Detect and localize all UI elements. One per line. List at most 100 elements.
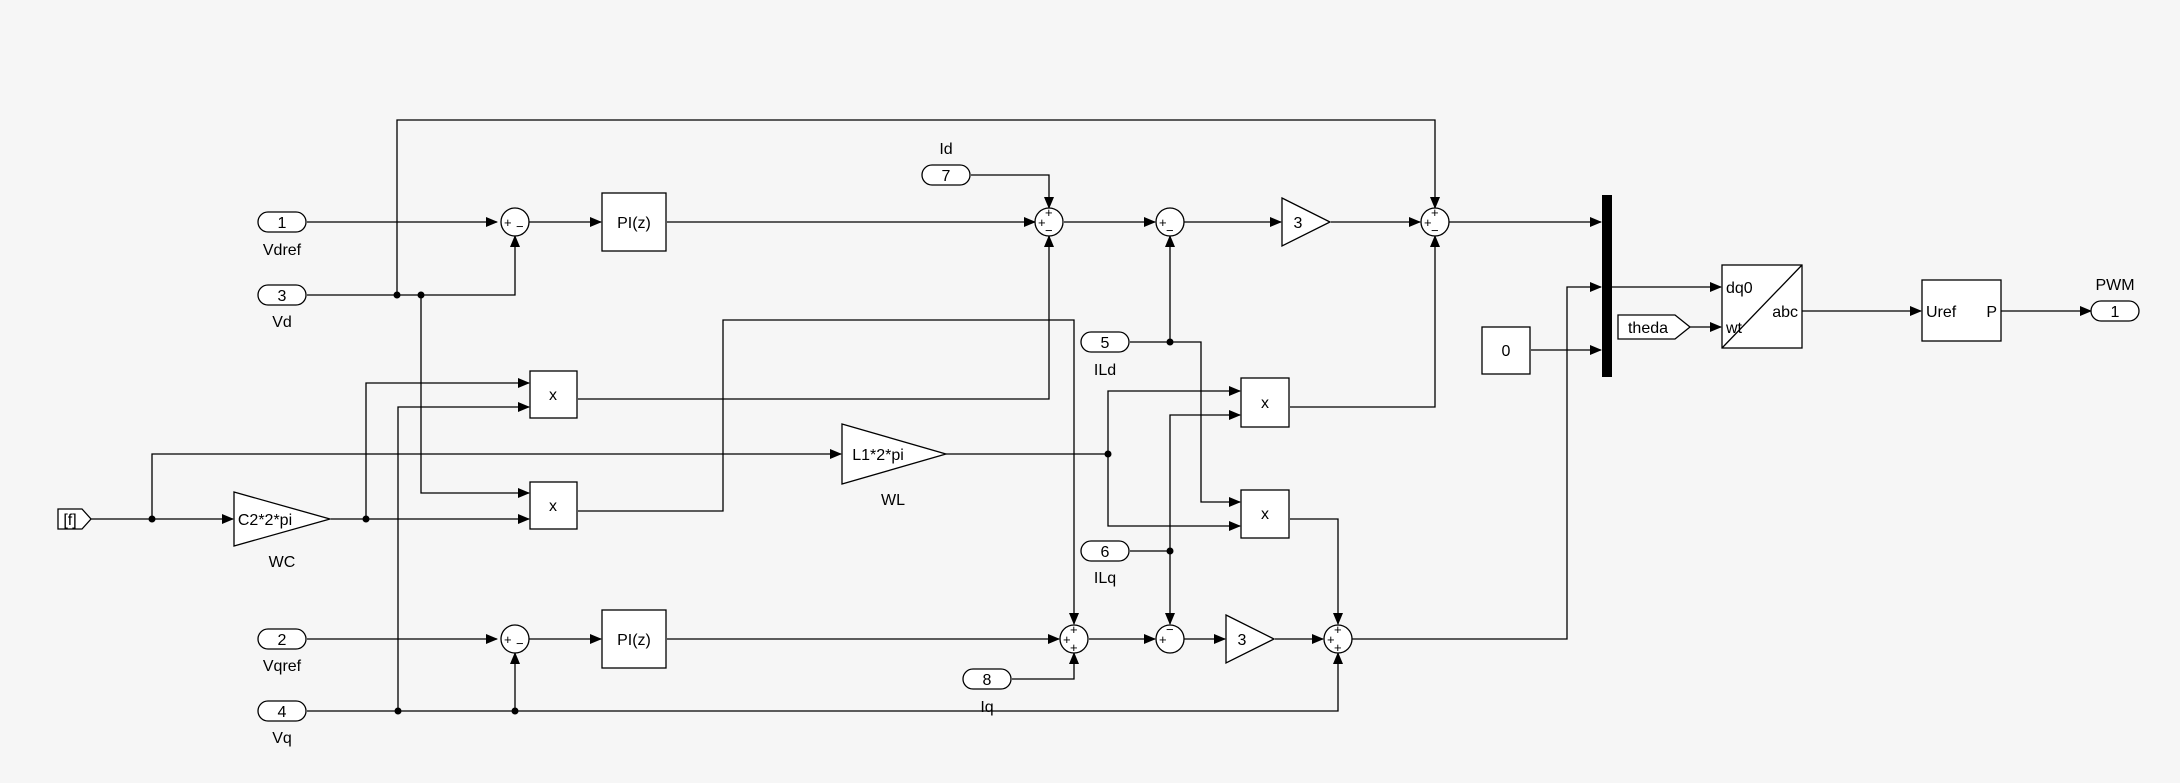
sum-d-2[interactable]: + + − [1034,205,1064,238]
inport-7[interactable]: 7 Id [921,141,971,186]
inport-5[interactable]: 5 ILd [1080,331,1130,379]
product-block-1[interactable]: x [529,370,578,419]
svg-text:3: 3 [1294,215,1303,232]
wire-ilq-product3[interactable] [1169,410,1241,551]
wire-ild[interactable] [1130,235,1175,343]
wire-f-gain-wl[interactable] [151,449,842,519]
svg-text:+: + [1038,215,1046,230]
svg-text:7: 7 [942,168,951,185]
sum-vd-error[interactable]: + − [500,207,530,237]
svg-text:+: + [1327,632,1335,647]
svg-text:6: 6 [1101,544,1110,561]
wire-id[interactable] [971,174,1054,209]
wire-sumq4-mux[interactable] [1352,282,1602,640]
sum-d-4[interactable]: + + − [1420,205,1450,238]
wire-product1-sum2[interactable] [578,235,1054,400]
junction-dots [148,291,1174,715]
mux-block[interactable] [1602,195,1612,377]
svg-text:PI(z): PI(z) [617,215,651,232]
svg-text:+: + [1045,205,1053,220]
sum-q-3[interactable]: + − [1155,622,1185,654]
svg-text:+: + [1334,622,1342,637]
from-block-theda[interactable]: theda [1617,314,1692,340]
svg-text:−: − [1166,622,1174,637]
product-block-4[interactable]: x [1240,489,1290,539]
svg-text:C2*2*pi: C2*2*pi [238,512,292,529]
inport-6[interactable]: 6 ILq [1080,540,1130,587]
svg-text:L1*2*pi: L1*2*pi [852,447,904,464]
svg-text:1: 1 [2111,304,2120,321]
wire-vq-product1[interactable] [397,402,530,711]
wire-ild-to-product4[interactable] [1170,341,1241,507]
svg-text:wt: wt [1725,320,1743,337]
svg-text:0: 0 [1502,343,1511,360]
wire-wl-product3[interactable] [1107,386,1241,454]
wire-product4-sumq4[interactable] [1290,518,1343,625]
gain-wc-label: WC [269,554,296,571]
constant-0-block[interactable]: 0 [1481,326,1531,375]
svg-text:3: 3 [1238,632,1247,649]
svg-text:x: x [1261,506,1269,523]
wire-vq[interactable] [307,652,1343,712]
inport-6-label: ILq [1094,570,1116,587]
gain-3-q[interactable]: 3 [1225,613,1276,665]
inport-2-label: Vqref [263,658,302,675]
pwm-generator-block[interactable]: Uref P [1921,279,2002,342]
wire-vd[interactable] [307,235,520,296]
inport-3-label: Vd [272,314,292,331]
dq0-to-abc-block[interactable]: dq0 wt abc [1721,264,1803,349]
gain-wc[interactable]: C2*2*pi WC [233,491,333,571]
inport-8-label: Iq [980,699,993,716]
pi-controller-q[interactable]: PI(z) [601,609,667,669]
outport-1[interactable]: 1 PWM [2090,277,2140,322]
inport-5-label: ILd [1094,362,1116,379]
pi-controller-d[interactable]: PI(z) [601,192,667,252]
svg-text:Uref: Uref [1926,304,1957,321]
svg-text:x: x [1261,395,1269,412]
product-block-3[interactable]: x [1240,377,1290,428]
svg-text:−: − [516,219,524,234]
gain-3-d[interactable]: 3 [1281,196,1332,248]
svg-text:x: x [549,498,557,515]
product-block-2[interactable]: x [529,481,578,530]
svg-text:+: + [1063,632,1071,647]
inport-4[interactable]: 4 Vq [257,700,307,747]
svg-text:4: 4 [278,704,287,721]
gain-wl-label: WL [881,492,905,509]
svg-text:+: + [1334,640,1342,655]
wire-iq[interactable] [1012,652,1079,680]
wire-product2-sumq2[interactable] [578,319,1079,625]
inport-2[interactable]: 2 Vqref [257,628,307,675]
svg-text:[f]: [f] [63,512,76,529]
inport-4-label: Vq [272,730,292,747]
wire-wc-product1[interactable] [365,378,530,519]
svg-text:2: 2 [278,632,287,649]
svg-text:+: + [504,632,512,647]
svg-text:P: P [1986,304,1997,321]
svg-text:+: + [504,215,512,230]
gain-wl[interactable]: L1*2*pi WL [841,423,949,509]
wire-product3-sum4[interactable] [1290,235,1440,408]
svg-text:+: + [1424,215,1432,230]
svg-text:x: x [549,387,557,404]
svg-text:abc: abc [1772,304,1798,321]
svg-text:+: + [1159,215,1167,230]
svg-text:5: 5 [1101,335,1110,352]
signal-lines [91,119,2092,712]
svg-text:theda: theda [1628,320,1668,337]
sum-d-3[interactable]: + − [1155,207,1185,238]
from-block-f[interactable]: [f] [57,508,92,530]
sum-q-4[interactable]: + + + [1323,622,1353,655]
sum-q-2[interactable]: + + + [1059,622,1089,655]
wire-wl-product4[interactable] [1107,454,1241,531]
svg-text:1: 1 [278,215,287,232]
inport-3[interactable]: 3 Vd [257,284,307,331]
wire-vd-to-product2[interactable] [420,295,530,498]
inport-8[interactable]: 8 Iq [962,668,1012,716]
wire-ilq[interactable] [1130,550,1175,625]
wire-vd-feedforward[interactable] [396,119,1440,295]
inport-7-label: Id [939,141,952,158]
sum-vq-error[interactable]: + − [500,624,530,654]
inport-1[interactable]: 1 Vdref [257,211,307,259]
